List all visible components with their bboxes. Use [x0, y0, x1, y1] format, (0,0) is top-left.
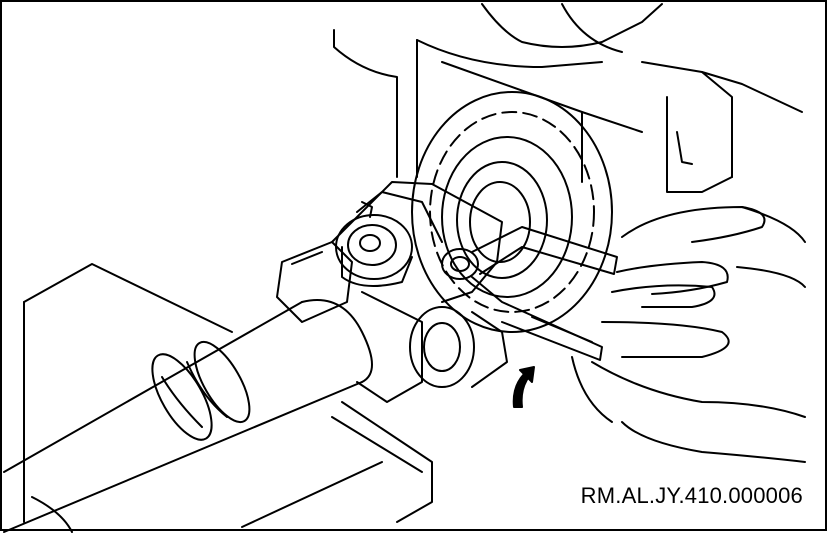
reference-code: RM.AL.JY.410.000006 [580, 483, 803, 508]
wrench [441, 226, 618, 361]
hands [571, 206, 806, 463]
differential-flange [411, 91, 613, 333]
support-block [23, 263, 433, 523]
vehicle-housing [333, 3, 803, 193]
propeller-shaft [3, 299, 383, 533]
universal-joint [276, 181, 508, 403]
rotation-arrow-icon [512, 366, 535, 408]
